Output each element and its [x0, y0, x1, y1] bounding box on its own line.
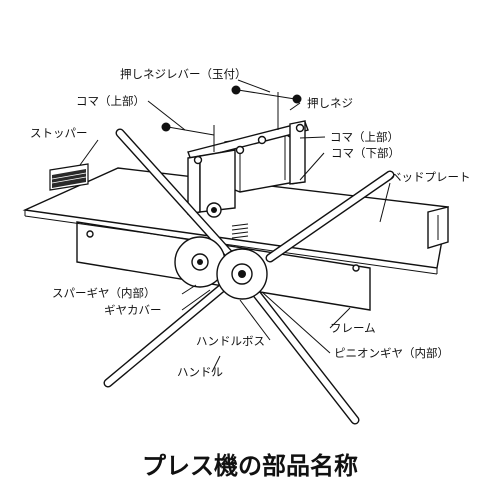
label-top-piece-right: コマ（上部）: [330, 130, 399, 144]
roller-assembly: [161, 85, 309, 239]
push-screw-lever-right: [231, 85, 302, 130]
leader-lines: [79, 79, 391, 373]
label-pinion-gear: ピニオンギヤ（内部）: [334, 346, 449, 360]
spur-gear-cover: [174, 236, 226, 288]
label-stopper: ストッパー: [30, 126, 88, 140]
label-gear-cover: ギヤカバー: [104, 303, 162, 317]
label-handle-boss: ハンドルボス: [196, 334, 265, 348]
push-screw-lever-left: [161, 122, 215, 152]
handle-boss: [216, 248, 268, 300]
label-frame: フレーム: [330, 321, 376, 335]
label-top-piece-left: コマ（上部）: [76, 94, 145, 108]
label-push-screw: 押しネジ: [307, 96, 353, 110]
label-bed-plate: ベッドプレート: [390, 170, 471, 184]
handle: [103, 128, 395, 425]
stopper-left: [49, 163, 89, 191]
label-bottom-piece: コマ（下部）: [331, 146, 400, 160]
stopper-right: [427, 206, 449, 249]
label-handle: ハンドル: [177, 365, 223, 379]
label-spur-gear: スパーギヤ（内部）: [52, 286, 156, 300]
diagram-title: プレス機の部品名称: [142, 452, 358, 480]
label-push-screw-lever: 押しネジレバー（玉付）: [120, 67, 247, 81]
